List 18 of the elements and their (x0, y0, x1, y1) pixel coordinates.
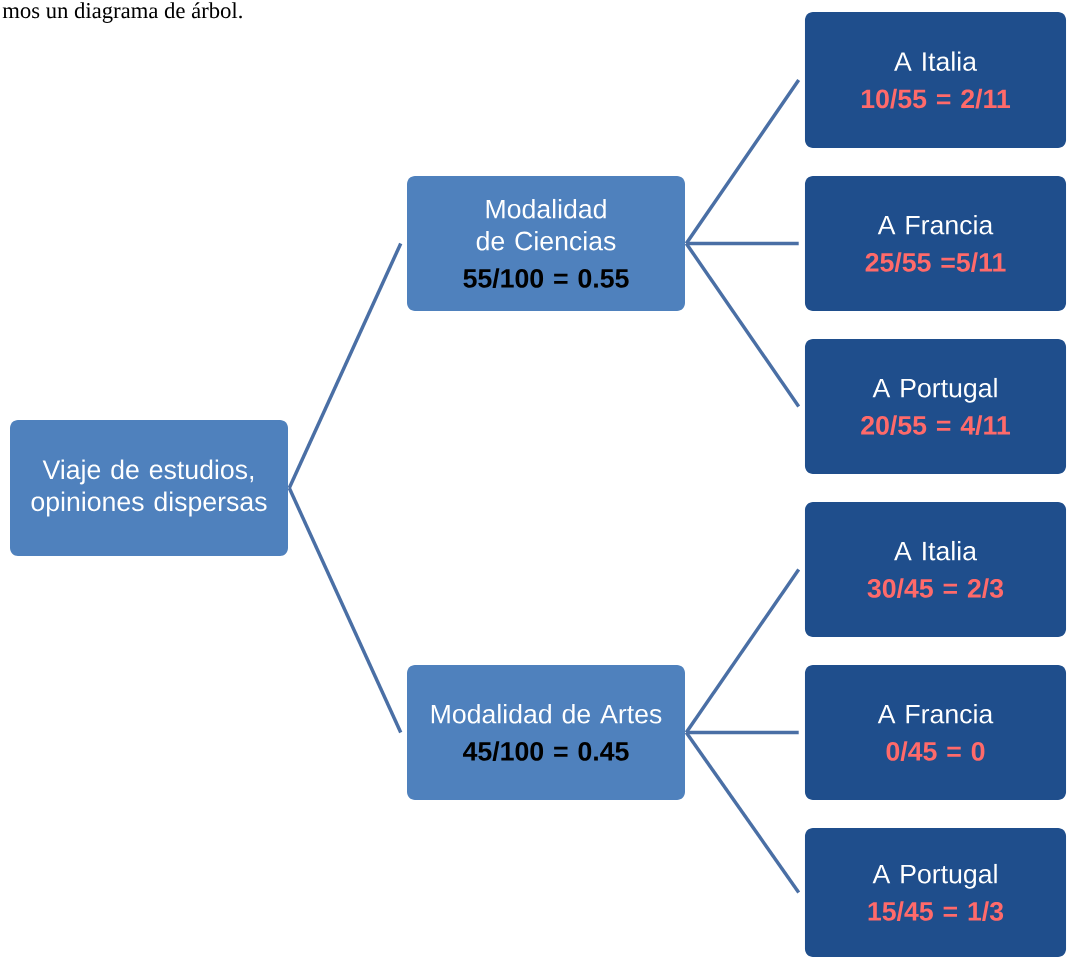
tree-box: A Italia 10/55 = 2/11 (804, 12, 1067, 148)
branch-line (287, 487, 403, 734)
tree-box: Viaje de estudios, opiniones dispersas (10, 420, 288, 556)
branch-line (686, 730, 799, 735)
branch-line (684, 242, 801, 408)
tree-box: A Francia 0/45 = 0 (804, 665, 1067, 800)
branch-line (287, 242, 403, 489)
tree-box: A Francia 25/55 =5/11 (804, 176, 1067, 311)
tree-box: Modalidad de Ciencias 55/100 = 0.55 (407, 176, 685, 311)
branch-line (684, 568, 801, 734)
branch-line (686, 241, 799, 246)
tree-box: A Portugal 20/55 = 4/11 (804, 339, 1067, 474)
tree-box: A Italia 30/45 = 2/3 (804, 502, 1067, 637)
branch-line (684, 79, 801, 245)
branch-line (684, 731, 801, 894)
intro-text: mos un diagrama de árbol. (2, 2, 242, 23)
tree-box: Modalidad de Artes 45/100 = 0.45 (407, 665, 685, 800)
tree-box: A Portugal 15/45 = 1/3 (804, 827, 1067, 958)
